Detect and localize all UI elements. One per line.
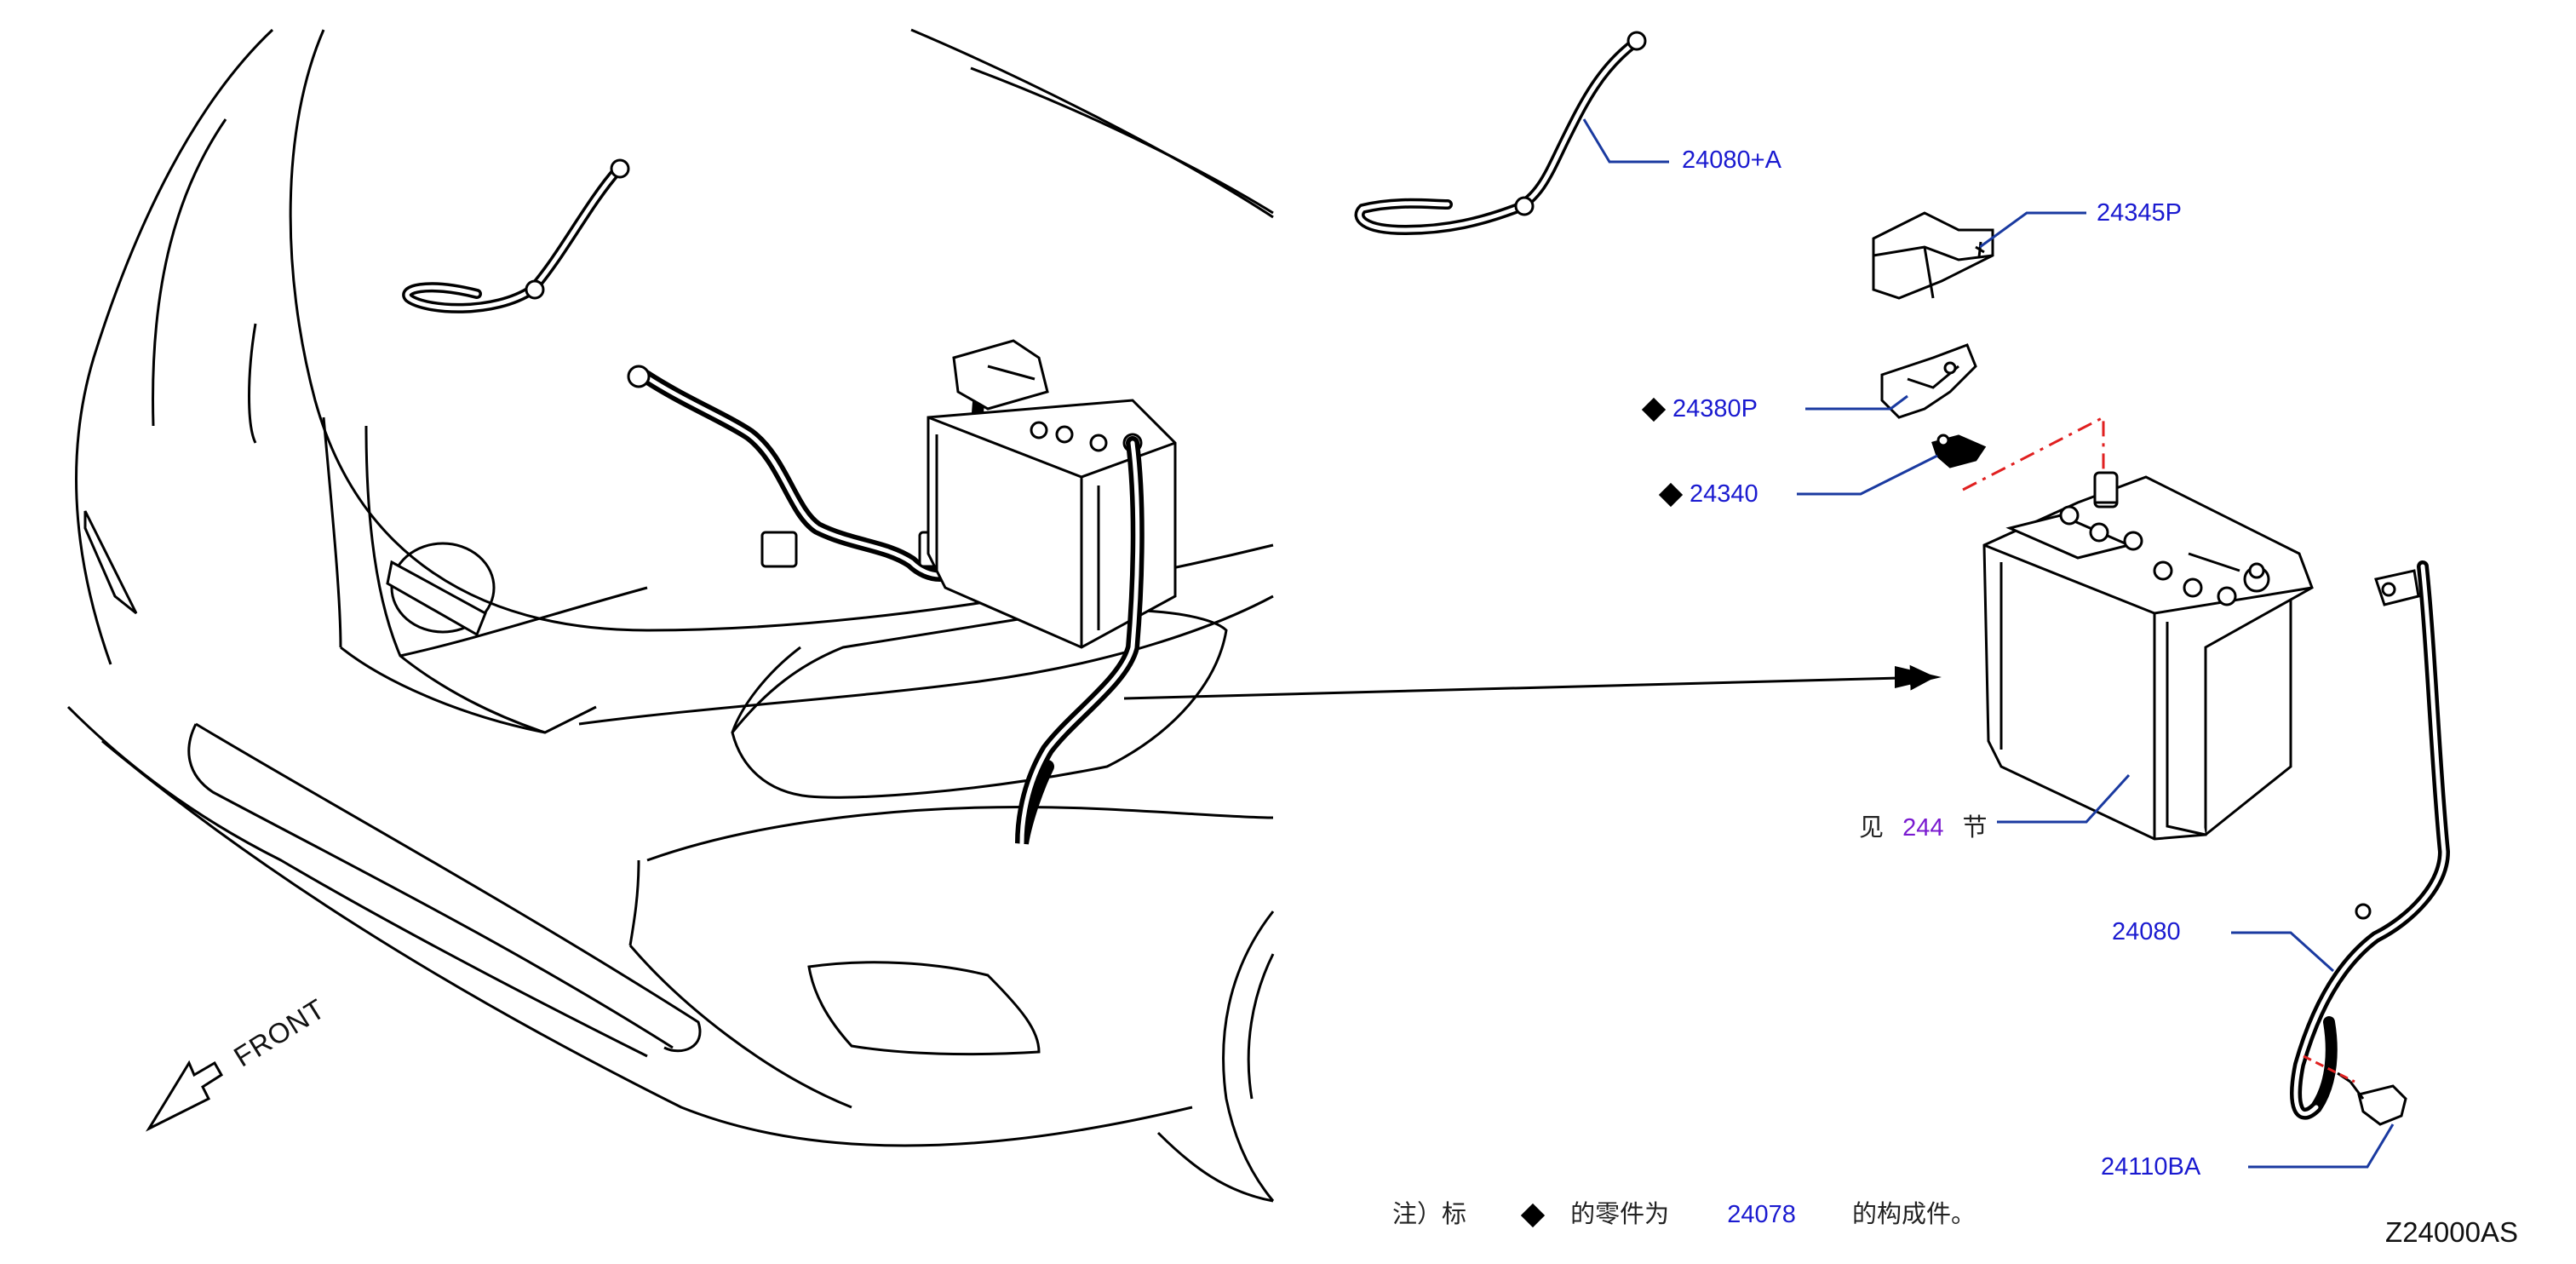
note-prefix: 注）标	[1392, 1201, 1467, 1228]
engine-negative-cable	[1015, 436, 1145, 846]
engine-bay-cables	[402, 158, 985, 582]
terminal-cover-24345p	[1872, 211, 1994, 300]
cable-24080	[2290, 560, 2451, 1120]
callout-24110ba: 24110BA	[2101, 1153, 2201, 1181]
callout-24080: 24080	[2112, 918, 2181, 945]
bolt-24110ba	[2337, 1072, 2407, 1126]
diagram-code: Z24000AS	[2385, 1216, 2518, 1248]
callout-24340: 24340	[1658, 480, 1758, 508]
arrow-head	[1895, 666, 1942, 688]
bracket-24380p	[1880, 343, 1977, 419]
front-arrow-icon	[145, 1060, 224, 1132]
footnote: 注）标 的零件为 24078 的构成件。	[1392, 1194, 1976, 1230]
battery-in-car	[927, 339, 1177, 649]
bolt-dash	[2303, 1054, 2355, 1083]
see-suffix: 节	[1962, 814, 1988, 842]
callout-24380p-label: 24380P	[1672, 395, 1758, 422]
note-suffix: 的构成件。	[1851, 1201, 1976, 1228]
callout-24345p: 24345P	[2097, 199, 2182, 227]
callout-see-section: 见 244 节	[1859, 807, 1988, 843]
alignment-dash	[1962, 415, 2105, 491]
pointer-arrow	[1123, 664, 1936, 700]
fuse-24340	[1931, 434, 1987, 468]
note-part-number: 24078	[1727, 1201, 1796, 1228]
leader-lines	[1582, 118, 2395, 1169]
callout-24080-a: 24080+A	[1682, 147, 1781, 174]
diamond-icon	[1520, 1204, 1546, 1228]
see-section-number: 244	[1902, 814, 1944, 842]
note-mid: 的零件为	[1570, 1201, 1670, 1228]
diamond-icon	[1641, 398, 1667, 422]
callout-24340-label: 24340	[1690, 480, 1758, 508]
cable-24080-a	[1354, 31, 1647, 236]
diamond-icon	[1658, 483, 1684, 508]
see-prefix: 见	[1859, 814, 1885, 842]
callout-24380p: 24380P	[1641, 395, 1758, 423]
car-front-outline	[66, 28, 1275, 1203]
battery-exploded	[1982, 471, 2314, 841]
